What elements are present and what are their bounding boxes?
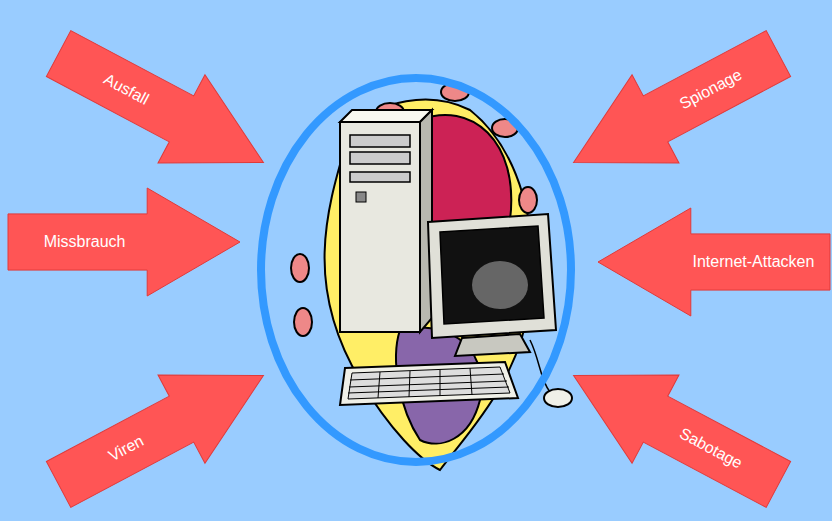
vessel-end [291, 254, 309, 282]
arrow-outline [35, 331, 287, 521]
monitor [428, 214, 556, 356]
threat-arrow: Missbrauch [8, 188, 240, 296]
monitor-bezel [428, 214, 556, 338]
arrow-shape [35, 331, 287, 521]
heart-drawing [291, 83, 537, 470]
screen-glare [472, 261, 528, 309]
arrow-outline [550, 331, 802, 521]
threat-arrow: Ausfall [35, 9, 287, 206]
drive-bay [350, 172, 410, 182]
threat-arrow: Viren [35, 331, 287, 521]
arrow-shape [550, 331, 802, 521]
monitor-stand [455, 334, 530, 356]
threat-arrow: Sabotage [550, 331, 802, 521]
drive-bay [350, 152, 410, 164]
threat-label: Missbrauch [8, 188, 161, 296]
keyboard-body [340, 362, 518, 405]
drive-bay [350, 135, 410, 147]
arrow-outline [598, 208, 830, 316]
arrow-shape [35, 9, 287, 206]
threat-label: Internet-Attacken [677, 208, 830, 316]
tower-case [340, 110, 432, 332]
arrow-outline [8, 188, 240, 296]
keyboard [340, 362, 518, 405]
key-field [348, 367, 510, 399]
arrow-shape [550, 9, 802, 206]
arrow-outline [550, 9, 802, 206]
key-lines [348, 368, 509, 398]
power-button [356, 192, 366, 202]
threat-arrow: Internet-Attacken [598, 208, 830, 316]
vessel-end [519, 187, 537, 213]
protection-ring [261, 78, 571, 462]
case-front [340, 122, 420, 332]
case-top [340, 110, 432, 122]
mouse-body [544, 389, 572, 407]
arrow-outline [35, 9, 287, 206]
heart-body [325, 100, 533, 470]
threat-arrow: Spionage [550, 9, 802, 206]
monitor-screen [440, 226, 544, 324]
vessel-end [294, 308, 312, 336]
